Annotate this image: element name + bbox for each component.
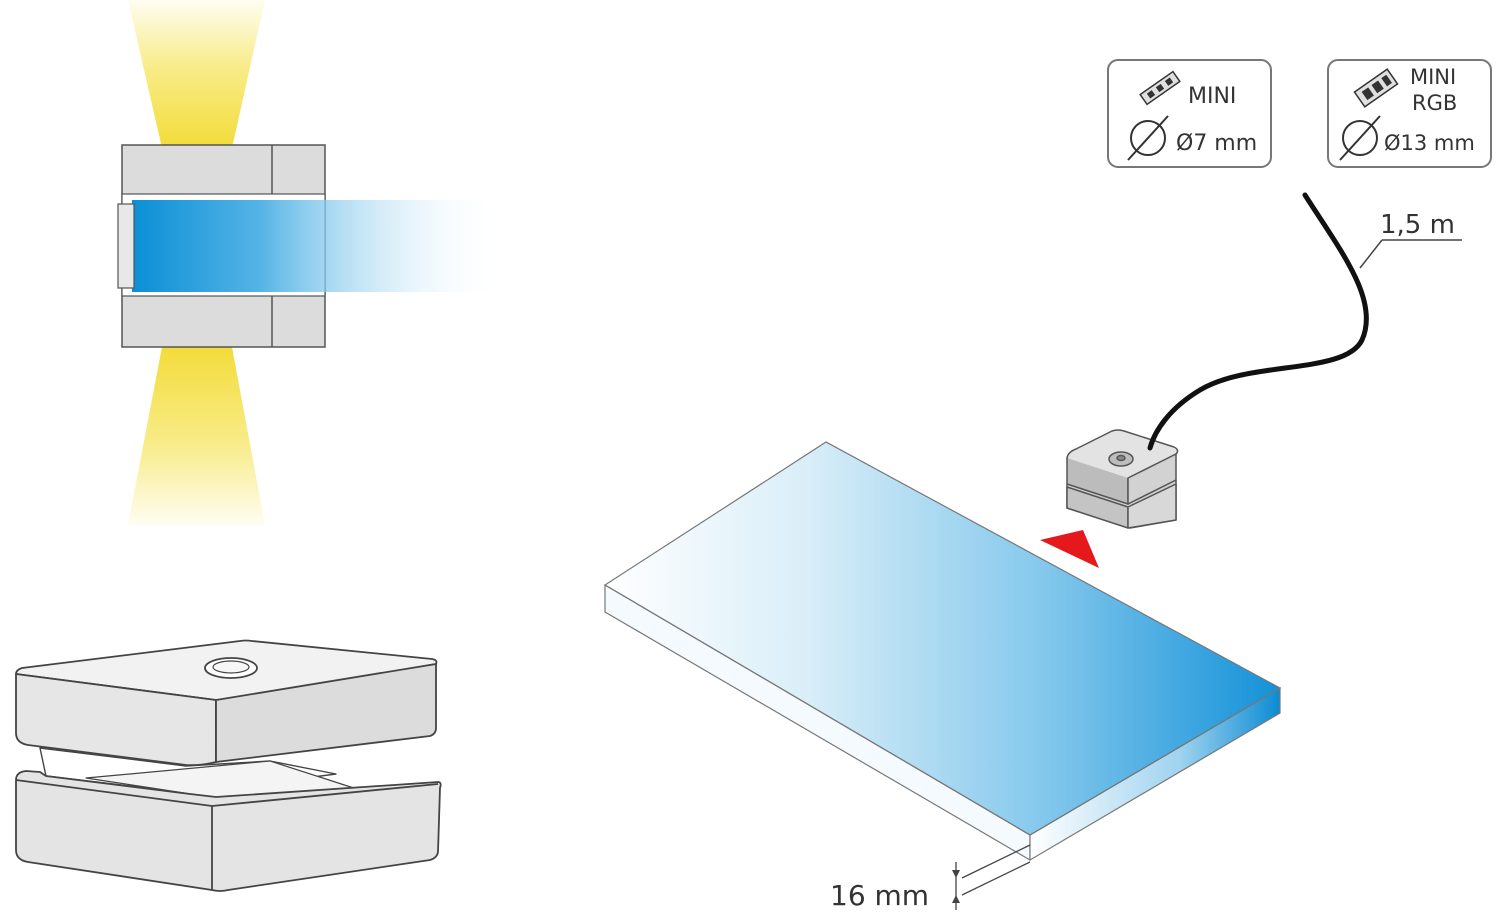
glass-top-face (605, 442, 1280, 835)
badge-mini-rgb: MINI RGB Ø13 mm (1327, 59, 1492, 168)
badge-rgb-subtitle: RGB (1412, 91, 1457, 115)
badge-mini: MINI Ø7 mm (1107, 59, 1272, 168)
badge-mini-diameter: Ø7 mm (1176, 131, 1257, 156)
diameter-icon (1127, 115, 1169, 161)
thickness-dimension (952, 844, 1031, 910)
glass-shelf (603, 441, 1282, 862)
led-module (117, 203, 135, 289)
light-beam-up (128, 0, 265, 148)
cable-length-callout: 1,5 m (1359, 210, 1462, 269)
mounted-clip (1066, 429, 1179, 529)
cable-length-label: 1,5 m (1380, 210, 1455, 240)
glass-pane-side (132, 200, 502, 292)
badge-rgb-diameter: Ø13 mm (1384, 131, 1475, 155)
badge-mini-title: MINI (1188, 84, 1236, 109)
badge-rgb-title: MINI (1410, 65, 1456, 89)
clip-side-view (117, 0, 502, 525)
mounting-marker-icon (1040, 530, 1099, 568)
clip-3d-view (15, 639, 442, 892)
rgb-strip-icon (1353, 68, 1399, 108)
power-cable (1147, 192, 1369, 451)
diameter-icon (1339, 115, 1381, 161)
light-beam-down (128, 347, 265, 525)
thickness-label: 16 mm (830, 879, 929, 912)
led-strip-icon (1139, 70, 1181, 106)
